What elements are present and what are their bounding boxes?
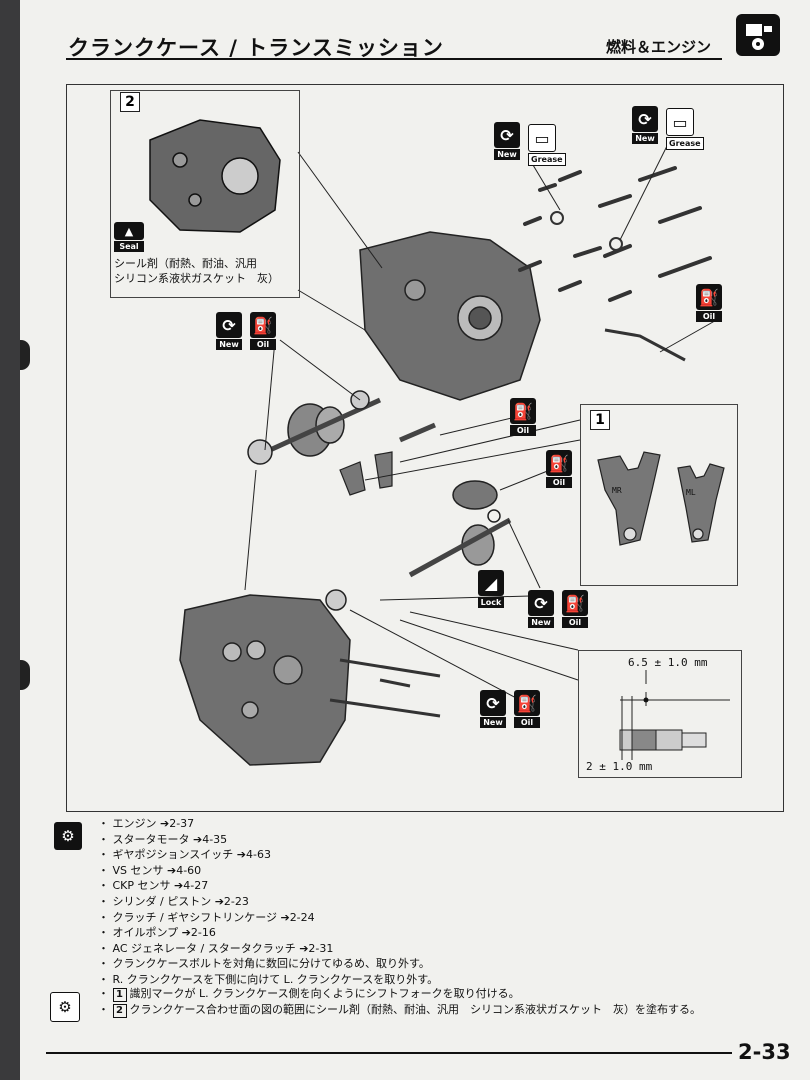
leader-lines <box>244 139 721 701</box>
l-crankcase-illustration <box>179 594 351 766</box>
list-item: ・ エンジン ➔2-37 <box>98 817 195 830</box>
list-item: ・ CKP センサ ➔4-27 <box>98 879 209 893</box>
r-crankcase-illustration <box>359 231 541 401</box>
installation-procedure-icon: ⚙ <box>50 992 80 1022</box>
prerequisite-list: ・ エンジン ➔2-37 ・ スタータモータ ➔4-35 ・ ギヤポジションスイ… <box>98 816 438 988</box>
manual-page: { "header": { "title": "クランクケース / トランスミッ… <box>20 0 810 1080</box>
dimension-lower: 2 ± 1.0 mm <box>586 760 653 773</box>
oil-icon: ⛽Oil <box>696 284 722 322</box>
new-part-icon: ⟳New <box>632 106 658 144</box>
seal-inset-box <box>110 90 300 298</box>
oil-icon: ⛽Oil <box>514 690 540 728</box>
list-item: ・ クラッチ / ギヤシフトリンケージ ➔2-24 <box>98 910 315 924</box>
oil-icon: ⛽Oil <box>250 312 276 350</box>
dimension-detail <box>619 670 730 760</box>
callout-number-2: 2 <box>120 92 140 112</box>
removal-procedure-icon: ⚙ <box>54 822 82 850</box>
new-part-icon: ⟳New <box>216 312 242 350</box>
grease-icon: ▭Grease <box>528 124 566 166</box>
oil-icon: ⛽Oil <box>510 398 536 436</box>
new-part-icon: ⟳New <box>528 590 554 628</box>
fork-mark-mr: MR <box>612 486 622 495</box>
oil-icon: ⛽Oil <box>562 590 588 628</box>
seal-area-crankcase-sketch <box>149 119 281 233</box>
binder-hole <box>20 340 30 370</box>
new-part-icon: ⟳New <box>494 122 520 160</box>
oil-icon: ⛽Oil <box>546 450 572 488</box>
page-title: クランクケース / トランスミッション <box>68 36 444 60</box>
exploded-diagram-frame <box>66 84 784 812</box>
callout-number-1: 1 <box>590 410 610 430</box>
footer-rule <box>46 1052 732 1054</box>
dimension-inset-box <box>578 650 742 778</box>
title-rule <box>66 58 722 60</box>
sealant-spec: シール剤（耐熱、耐油、汎用 シリコン系液状ガスケット 灰） <box>114 257 279 285</box>
shift-fork-inset-box <box>580 404 738 586</box>
page-number: 2-33 <box>738 1040 791 1064</box>
binder-hole <box>20 660 30 690</box>
lower-bolts <box>329 658 441 718</box>
list-item: ・ ギヤポジションスイッチ ➔4-63 <box>98 848 271 862</box>
section-title: 燃料＆エンジン <box>606 38 712 56</box>
shift-forks-illustration <box>597 451 725 546</box>
grease-icon: ▭Grease <box>666 108 704 150</box>
list-item: ・ シリンダ / ピストン ➔2-23 <box>98 894 249 908</box>
fork-mark-ml: ML <box>686 488 696 497</box>
new-part-icon: ⟳New <box>480 690 506 728</box>
thread-lock-icon: ◢Lock <box>478 570 504 608</box>
list-item: ・ VS センサ ➔4-60 <box>98 863 202 877</box>
crankcase-bolts <box>518 166 712 302</box>
list-item: ・ スタータモータ ➔4-35 <box>98 832 228 846</box>
engine-wrench-icon <box>736 14 780 56</box>
list-item: ・ R. クランクケースを下側に向けて L. クランクケースを取り外す。 <box>98 972 439 986</box>
dimension-upper: 6.5 ± 1.0 mm <box>628 656 708 669</box>
list-item: ・ オイルポンプ ➔2-16 <box>98 926 216 940</box>
seal-icon: ▲ Seal <box>114 222 144 252</box>
list-item: ・ AC ジェネレータ / スタータクラッチ ➔2-31 <box>98 941 334 955</box>
exploded-diagram <box>149 119 730 766</box>
list-item: ・ クランクケースボルトを対角に数回に分けてゆるめ、取り外す。 <box>98 957 430 971</box>
transmission-gears-illustration <box>247 390 512 611</box>
